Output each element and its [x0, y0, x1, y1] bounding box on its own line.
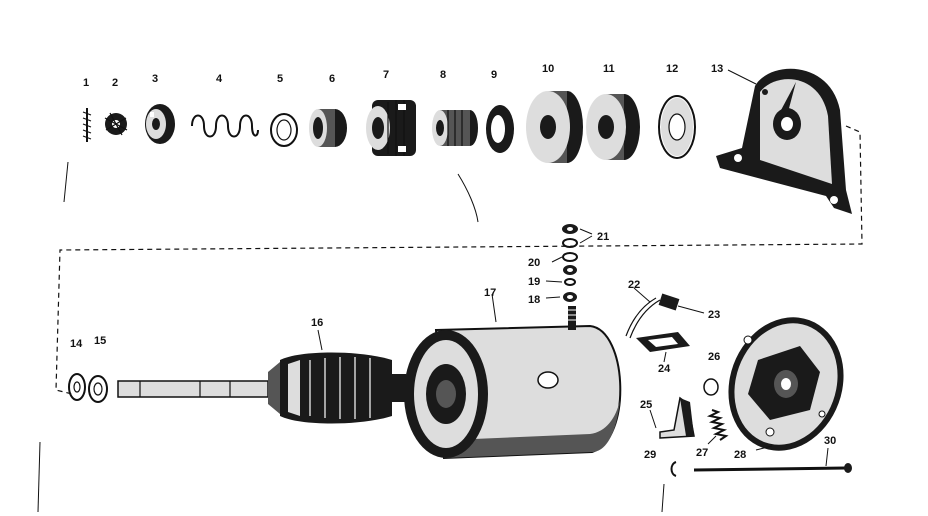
- part-28-commutator-end-head: [728, 317, 844, 451]
- label-part-10: 10: [542, 63, 554, 75]
- label-part-17: 17: [484, 287, 496, 299]
- part-25-brush-plate: [659, 396, 695, 439]
- part-2-lock-washer: [104, 112, 128, 136]
- label-part-16: 16: [311, 317, 323, 329]
- leader-30: [825, 447, 829, 467]
- label-part-3: 3: [152, 73, 158, 85]
- leader-22: [633, 287, 651, 303]
- label-part-5: 5: [277, 73, 283, 85]
- label-part-4: 4: [216, 73, 223, 85]
- part-23-brush: [658, 293, 680, 311]
- part-14-washer: [68, 373, 86, 401]
- part-24-brush-holder: [636, 332, 690, 352]
- label-part-9: 9: [491, 69, 497, 81]
- label-part-15: 15: [94, 335, 106, 347]
- axis-mark-bottom-mid: [661, 483, 665, 513]
- leader-18: [545, 296, 561, 299]
- part-10-bushing: [526, 91, 583, 163]
- part-5-retainer-ring: [270, 113, 298, 147]
- label-part-2: 2: [112, 77, 118, 89]
- label-part-29: 29: [644, 449, 656, 461]
- label-part-7: 7: [383, 69, 389, 81]
- part-1-screw: [82, 108, 92, 142]
- part-27-spring: [706, 409, 729, 441]
- part-15-washer: [88, 375, 108, 403]
- label-part-19: 19: [528, 276, 540, 288]
- label-part-8: 8: [440, 69, 446, 81]
- label-part-27: 27: [696, 447, 708, 459]
- part-22-brush-lead: [625, 297, 661, 339]
- label-part-18: 18: [528, 294, 540, 306]
- label-part-20: 20: [528, 257, 540, 269]
- leader-19: [545, 280, 563, 283]
- label-part-11: 11: [603, 63, 615, 75]
- part-8-drive-sleeve: [432, 110, 478, 146]
- leader-13: [727, 69, 757, 85]
- part-16-armature: [117, 352, 431, 424]
- label-part-26: 26: [708, 351, 720, 363]
- label-part-12: 12: [666, 63, 678, 75]
- part-4-spring: [191, 114, 259, 138]
- label-part-6: 6: [329, 73, 335, 85]
- label-part-25: 25: [640, 399, 652, 411]
- label-part-24: 24: [658, 363, 671, 375]
- axis-mark-mid: [457, 173, 479, 223]
- label-part-13: 13: [711, 63, 723, 75]
- part-13-drive-housing: [716, 68, 852, 215]
- leader-16: [317, 329, 323, 351]
- leader-27: [707, 435, 717, 445]
- assembly-line: [55, 125, 863, 395]
- leader-21: [579, 228, 593, 244]
- label-part-22: 22: [628, 279, 640, 291]
- leader-17: [491, 293, 497, 323]
- label-part-28: 28: [734, 449, 746, 461]
- part-29-retaining-clip: [670, 461, 677, 477]
- part-12-washer: [658, 95, 696, 159]
- part-7-drive-pinion: [366, 100, 416, 156]
- leader-28: [755, 445, 773, 451]
- part-30-through-bolt: [693, 463, 852, 473]
- part-6-sleeve: [309, 109, 347, 147]
- axis-mark-bottom-left: [37, 441, 41, 513]
- label-part-30: 30: [824, 435, 836, 447]
- label-part-21: 21: [597, 231, 609, 243]
- leader-25: [649, 409, 657, 429]
- axis-mark-left: [63, 161, 69, 203]
- part-17-field-frame: [404, 306, 622, 460]
- parts-18-21-terminal-hardware: [562, 224, 578, 302]
- part-26-insulator: [703, 378, 719, 396]
- leader-23: [677, 305, 705, 314]
- label-part-23: 23: [708, 309, 720, 321]
- part-11-bearing: [586, 94, 640, 160]
- leader-24: [663, 351, 667, 363]
- label-part-14: 14: [70, 338, 83, 350]
- part-9-thrust-washer: [486, 105, 514, 153]
- label-part-1: 1: [83, 77, 89, 89]
- leader-20: [551, 256, 563, 263]
- part-3-collar: [145, 104, 175, 144]
